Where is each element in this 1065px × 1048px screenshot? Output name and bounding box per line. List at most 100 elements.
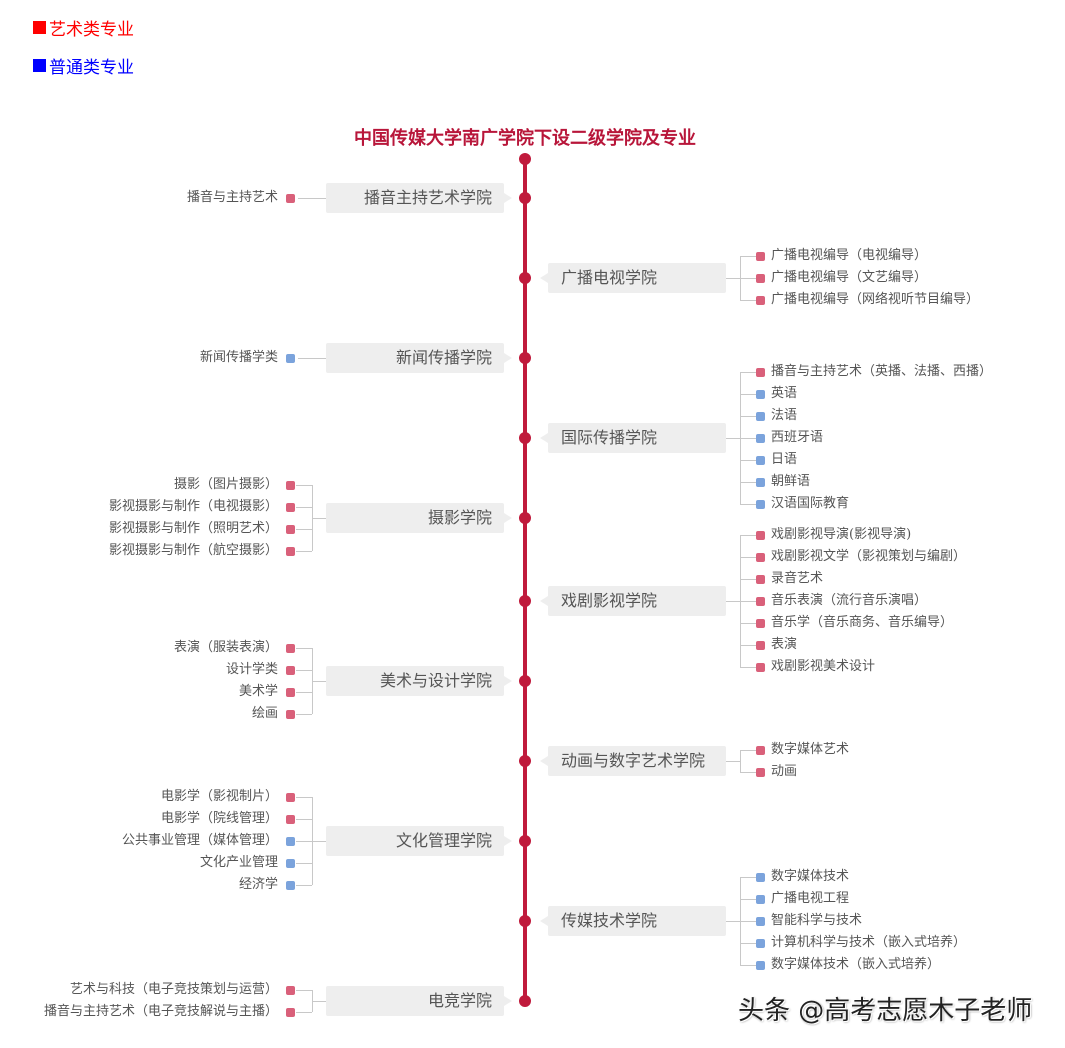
major-item: 广播电视编导（网络视听节目编导） (756, 292, 979, 308)
connector-line (296, 648, 312, 649)
college-node[interactable]: 国际传播学院 (540, 423, 726, 453)
connector-line (726, 601, 740, 602)
connector-line (740, 438, 756, 439)
art-major-bullet-icon (286, 985, 295, 995)
major-label: 广播电视编导（电视编导） (771, 248, 928, 263)
major-item: 动画 (756, 764, 797, 780)
connector-line (296, 670, 312, 671)
connector-line (296, 485, 312, 486)
art-major-bullet-icon (756, 596, 765, 606)
college-node[interactable]: 动画与数字艺术学院 (540, 746, 726, 776)
major-label: 广播电视编导（文艺编导） (771, 270, 928, 285)
connector-line (740, 772, 756, 773)
major-label: 智能科学与技术 (771, 913, 863, 928)
major-label: 音乐表演（流行音乐演唱） (771, 593, 928, 608)
major-item: 经济学 (239, 877, 295, 893)
college-node[interactable]: 传媒技术学院 (540, 906, 726, 936)
connector-line (296, 1012, 312, 1013)
timeline-dot (519, 432, 531, 444)
timeline-dot (519, 755, 531, 767)
major-label: 数字媒体技术（嵌入式培养） (771, 957, 941, 972)
art-major-bullet-icon (286, 193, 295, 203)
art-major-bullet-icon (286, 792, 295, 802)
timeline-dot (519, 675, 531, 687)
college-node[interactable]: 文化管理学院 (326, 826, 512, 856)
legend-label-general: 普通类专业 (49, 58, 134, 78)
connector-line (296, 885, 312, 886)
major-label: 播音与主持艺术（电子竞技解说与主播） (43, 1004, 278, 1019)
major-item: 电影学（院线管理） (161, 811, 295, 827)
connector-line (740, 899, 756, 900)
college-node[interactable]: 摄影学院 (326, 503, 512, 533)
college-node[interactable]: 广播电视学院 (540, 263, 726, 293)
connector-line (296, 841, 312, 842)
college-node[interactable]: 播音主持艺术学院 (326, 183, 512, 213)
timeline-dot (519, 512, 531, 524)
connector-line (740, 372, 756, 373)
college-node[interactable]: 新闻传播学院 (326, 343, 512, 373)
major-label: 播音与主持艺术 (186, 190, 278, 205)
connector-line (740, 394, 756, 395)
connector-line (296, 863, 312, 864)
major-item: 摄影（图片摄影） (174, 477, 295, 493)
major-label: 美术学 (238, 684, 278, 699)
connector-line (312, 518, 326, 519)
major-label: 戏剧影视文学（影视策划与编剧） (771, 549, 967, 564)
connector-line (312, 1001, 326, 1002)
art-major-bullet-icon (286, 480, 295, 490)
connector-line (726, 921, 740, 922)
major-item: 绘画 (252, 706, 295, 722)
timeline-dot (519, 192, 531, 204)
major-item: 影视摄影与制作（照明艺术） (109, 521, 295, 537)
general-major-bullet-icon (756, 477, 765, 487)
general-major-bullet-icon (286, 353, 295, 363)
art-major-bullet-icon (756, 618, 765, 628)
college-node[interactable]: 美术与设计学院 (326, 666, 512, 696)
college-node[interactable]: 电竞学院 (326, 986, 512, 1016)
general-major-bullet-icon (756, 872, 765, 882)
major-label: 汉语国际教育 (771, 496, 850, 511)
connector-line (312, 841, 326, 842)
major-item: 智能科学与技术 (756, 913, 862, 929)
connector-line (740, 750, 756, 751)
connector-line (740, 416, 756, 417)
art-major-bullet-icon (286, 709, 295, 719)
major-item: 数字媒体艺术 (756, 742, 849, 758)
connector-line (740, 965, 756, 966)
connector-line (296, 714, 312, 715)
legend-general: 普通类专业 (33, 53, 134, 78)
major-item: 播音与主持艺术（英播、法播、西播） (756, 364, 992, 380)
art-major-bullet-icon (286, 814, 295, 824)
major-label: 影视摄影与制作（照明艺术） (108, 521, 278, 536)
general-major-bullet-icon (756, 894, 765, 904)
general-major-bullet-icon (756, 960, 765, 970)
major-label: 电影学（影视制片） (160, 789, 278, 804)
college-node[interactable]: 戏剧影视学院 (540, 586, 726, 616)
major-label: 日语 (771, 452, 798, 467)
major-item: 电影学（影视制片） (161, 789, 295, 805)
major-item: 播音与主持艺术（电子竞技解说与主播） (44, 1004, 295, 1020)
connector-line (726, 278, 740, 279)
art-major-bullet-icon (286, 1007, 295, 1017)
major-label: 影视摄影与制作（航空摄影） (108, 543, 278, 558)
major-item: 西班牙语 (756, 430, 823, 446)
connector-line (312, 648, 313, 714)
connector-line (298, 198, 326, 199)
connector-line (740, 557, 756, 558)
major-item: 广播电视工程 (756, 891, 849, 907)
major-label: 新闻传播学类 (199, 350, 278, 365)
art-major-bullet-icon (756, 530, 765, 540)
major-item: 新闻传播学类 (200, 350, 295, 366)
art-major-bullet-icon (756, 767, 765, 777)
major-label: 英语 (771, 386, 798, 401)
general-major-bullet-icon (756, 433, 765, 443)
art-major-bullet-icon (286, 524, 295, 534)
general-major-bullet-icon (756, 499, 765, 509)
connector-line (740, 300, 756, 301)
art-major-bullet-icon (756, 295, 765, 305)
major-label: 绘画 (251, 706, 278, 721)
major-item: 日语 (756, 452, 797, 468)
major-item: 文化产业管理 (200, 855, 295, 871)
timeline-dot (519, 915, 531, 927)
connector-line (298, 358, 326, 359)
